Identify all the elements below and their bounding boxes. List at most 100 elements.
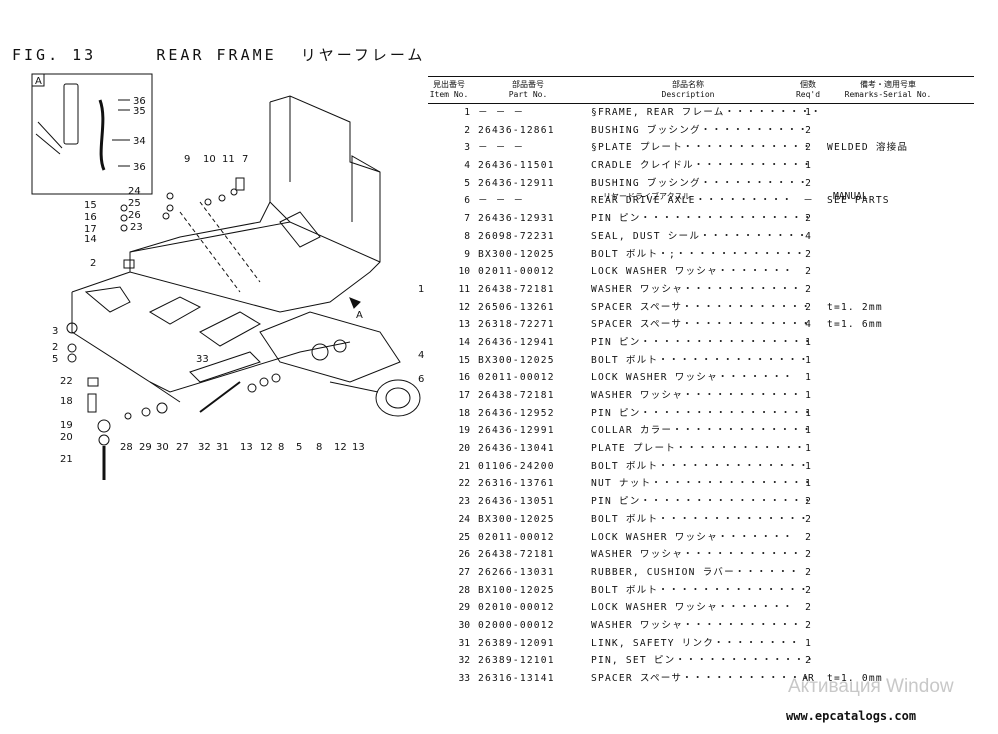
callout-label: 24 — [128, 186, 141, 197]
header-desc-jp: 部品名称 — [672, 80, 704, 89]
part-number: 26436-12911 — [478, 177, 555, 189]
description: BOLT ボルト・・・・・・・・・・・・・・ — [591, 513, 810, 525]
callout-label: 2 — [90, 258, 96, 269]
watermark-text: Активация Window — [788, 676, 954, 697]
item-number: 4 — [464, 160, 470, 172]
quantity: 1 — [805, 336, 811, 348]
part-number: 26438-72181 — [478, 283, 555, 295]
site-url: www.epcatalogs.com — [786, 709, 917, 723]
description: PIN, SET ピン・・・・・・・・・・・・・ — [591, 655, 816, 667]
table-row: 1－ － －§FRAME, REAR フレーム・・・・・・・・・1 — [428, 104, 974, 122]
description: SPACER スペーサ・・・・・・・・・・・・ — [591, 301, 812, 313]
quantity: 2 — [805, 124, 811, 136]
part-number: BX300-12025 — [478, 354, 555, 366]
description: SPACER スペーサ・・・・・・・・・・・・ — [591, 673, 812, 684]
callout-label: 2 — [52, 342, 58, 353]
part-number: 01106-24200 — [478, 460, 555, 472]
remarks: t=1. 0mm — [827, 673, 883, 684]
callout-label: 12 — [334, 442, 347, 453]
callout-label: 34 — [133, 136, 146, 147]
item-number: 30 — [458, 619, 470, 631]
item-number: 3 — [464, 142, 470, 154]
part-number: 26436-12952 — [478, 407, 555, 419]
description: RUBBER, CUSHION ラバー・・・・・・ — [591, 566, 800, 578]
header-item-en: Item No. — [429, 90, 469, 99]
description: WASHER ワッシャ・・・・・・・・・・・ — [591, 549, 802, 561]
callout-label: 36 — [133, 96, 146, 107]
part-number: 26506-13261 — [478, 301, 555, 313]
callout-label: 1 — [418, 284, 424, 295]
quantity: 2 — [805, 655, 811, 667]
quantity: 1 — [805, 425, 811, 437]
description: §FRAME, REAR フレーム・・・・・・・・・ — [591, 107, 822, 118]
table-row: 6－ － －REAR DRIVE AXLE・・・・・・・・・－SEE PARTS… — [428, 192, 974, 210]
description: WASHER ワッシャ・・・・・・・・・・・ — [591, 619, 802, 631]
header-part-jp: 部品番号 — [512, 80, 544, 89]
item-number: 23 — [458, 496, 470, 508]
part-number: 26436-11501 — [478, 160, 555, 172]
callout-label: 21 — [60, 454, 73, 465]
quantity: 1 — [805, 354, 811, 366]
quantity: 2 — [805, 142, 811, 154]
part-number: 26316-13761 — [478, 478, 555, 490]
description: BOLT ボルト・・・・・・・・・・・・・・ — [591, 584, 810, 596]
callout-label: 36 — [133, 162, 146, 173]
header-rem-jp: 備考・適用号車 — [860, 80, 916, 89]
description: BOLT ボルト・・・・・・・・・・・・・・ — [591, 354, 810, 366]
part-number: BX300-12025 — [478, 513, 555, 525]
description: COLLAR カラー・・・・・・・・・・・・・ — [591, 425, 813, 437]
rear-frame-exploded-diagram: A 36 35 34 36 1 9 10 11 7 24 25 26 15 16… — [31, 73, 424, 480]
item-number: 26 — [458, 549, 470, 561]
part-number: 26436-12941 — [478, 336, 555, 348]
item-number: 21 — [458, 460, 470, 472]
item-number: 6 — [464, 195, 470, 207]
remarks-sub: MANUAL — [833, 191, 868, 203]
callout-label: 13 — [352, 442, 365, 453]
callout-label: 28 — [120, 442, 133, 453]
description: SPACER スペーサ・・・・・・・・・・・・ — [591, 319, 812, 331]
quantity: 2 — [805, 177, 811, 189]
item-number: 32 — [458, 655, 470, 667]
item-number: 1 — [464, 107, 470, 118]
header-part-en: Part No. — [508, 90, 548, 99]
part-number: 26436-12991 — [478, 425, 555, 437]
part-number: 02011-00012 — [478, 266, 555, 278]
description: PLATE プレート・・・・・・・・・・・・ — [591, 443, 806, 455]
callout-label: 22 — [60, 376, 73, 387]
description: LOCK WASHER ワッシャ・・・・・・・ — [591, 531, 794, 543]
quantity: － — [803, 195, 813, 207]
quantity: 4 — [805, 319, 811, 331]
quantity: 2 — [805, 496, 811, 508]
item-number: 2 — [464, 124, 470, 136]
callout-label: 8 — [278, 442, 284, 453]
callout-label: A — [35, 76, 42, 87]
callout-label: 14 — [84, 234, 97, 245]
part-number: 26316-13141 — [478, 673, 555, 684]
diagram-callouts: A 36 35 34 36 1 9 10 11 7 24 25 26 15 16… — [35, 76, 424, 465]
description: BUSHING ブッシング・・・・・・・・・・ — [591, 124, 809, 136]
quantity: 1 — [805, 372, 811, 384]
item-number: 11 — [458, 283, 470, 295]
item-number: 14 — [458, 336, 470, 348]
quantity: 1 — [805, 478, 811, 490]
description: PIN ピン・・・・・・・・・・・・・・・・ — [591, 407, 814, 419]
header-qty-jp: 個数 — [800, 80, 816, 89]
description-jp: リヤードライブアクスル — [603, 192, 691, 202]
header-rem-en: Remarks-Serial No. — [844, 90, 932, 99]
callout-label: 17 — [84, 224, 97, 235]
description: LINK, SAFETY リンク・・・・・・・・ — [591, 637, 801, 649]
item-number: 28 — [458, 584, 470, 596]
